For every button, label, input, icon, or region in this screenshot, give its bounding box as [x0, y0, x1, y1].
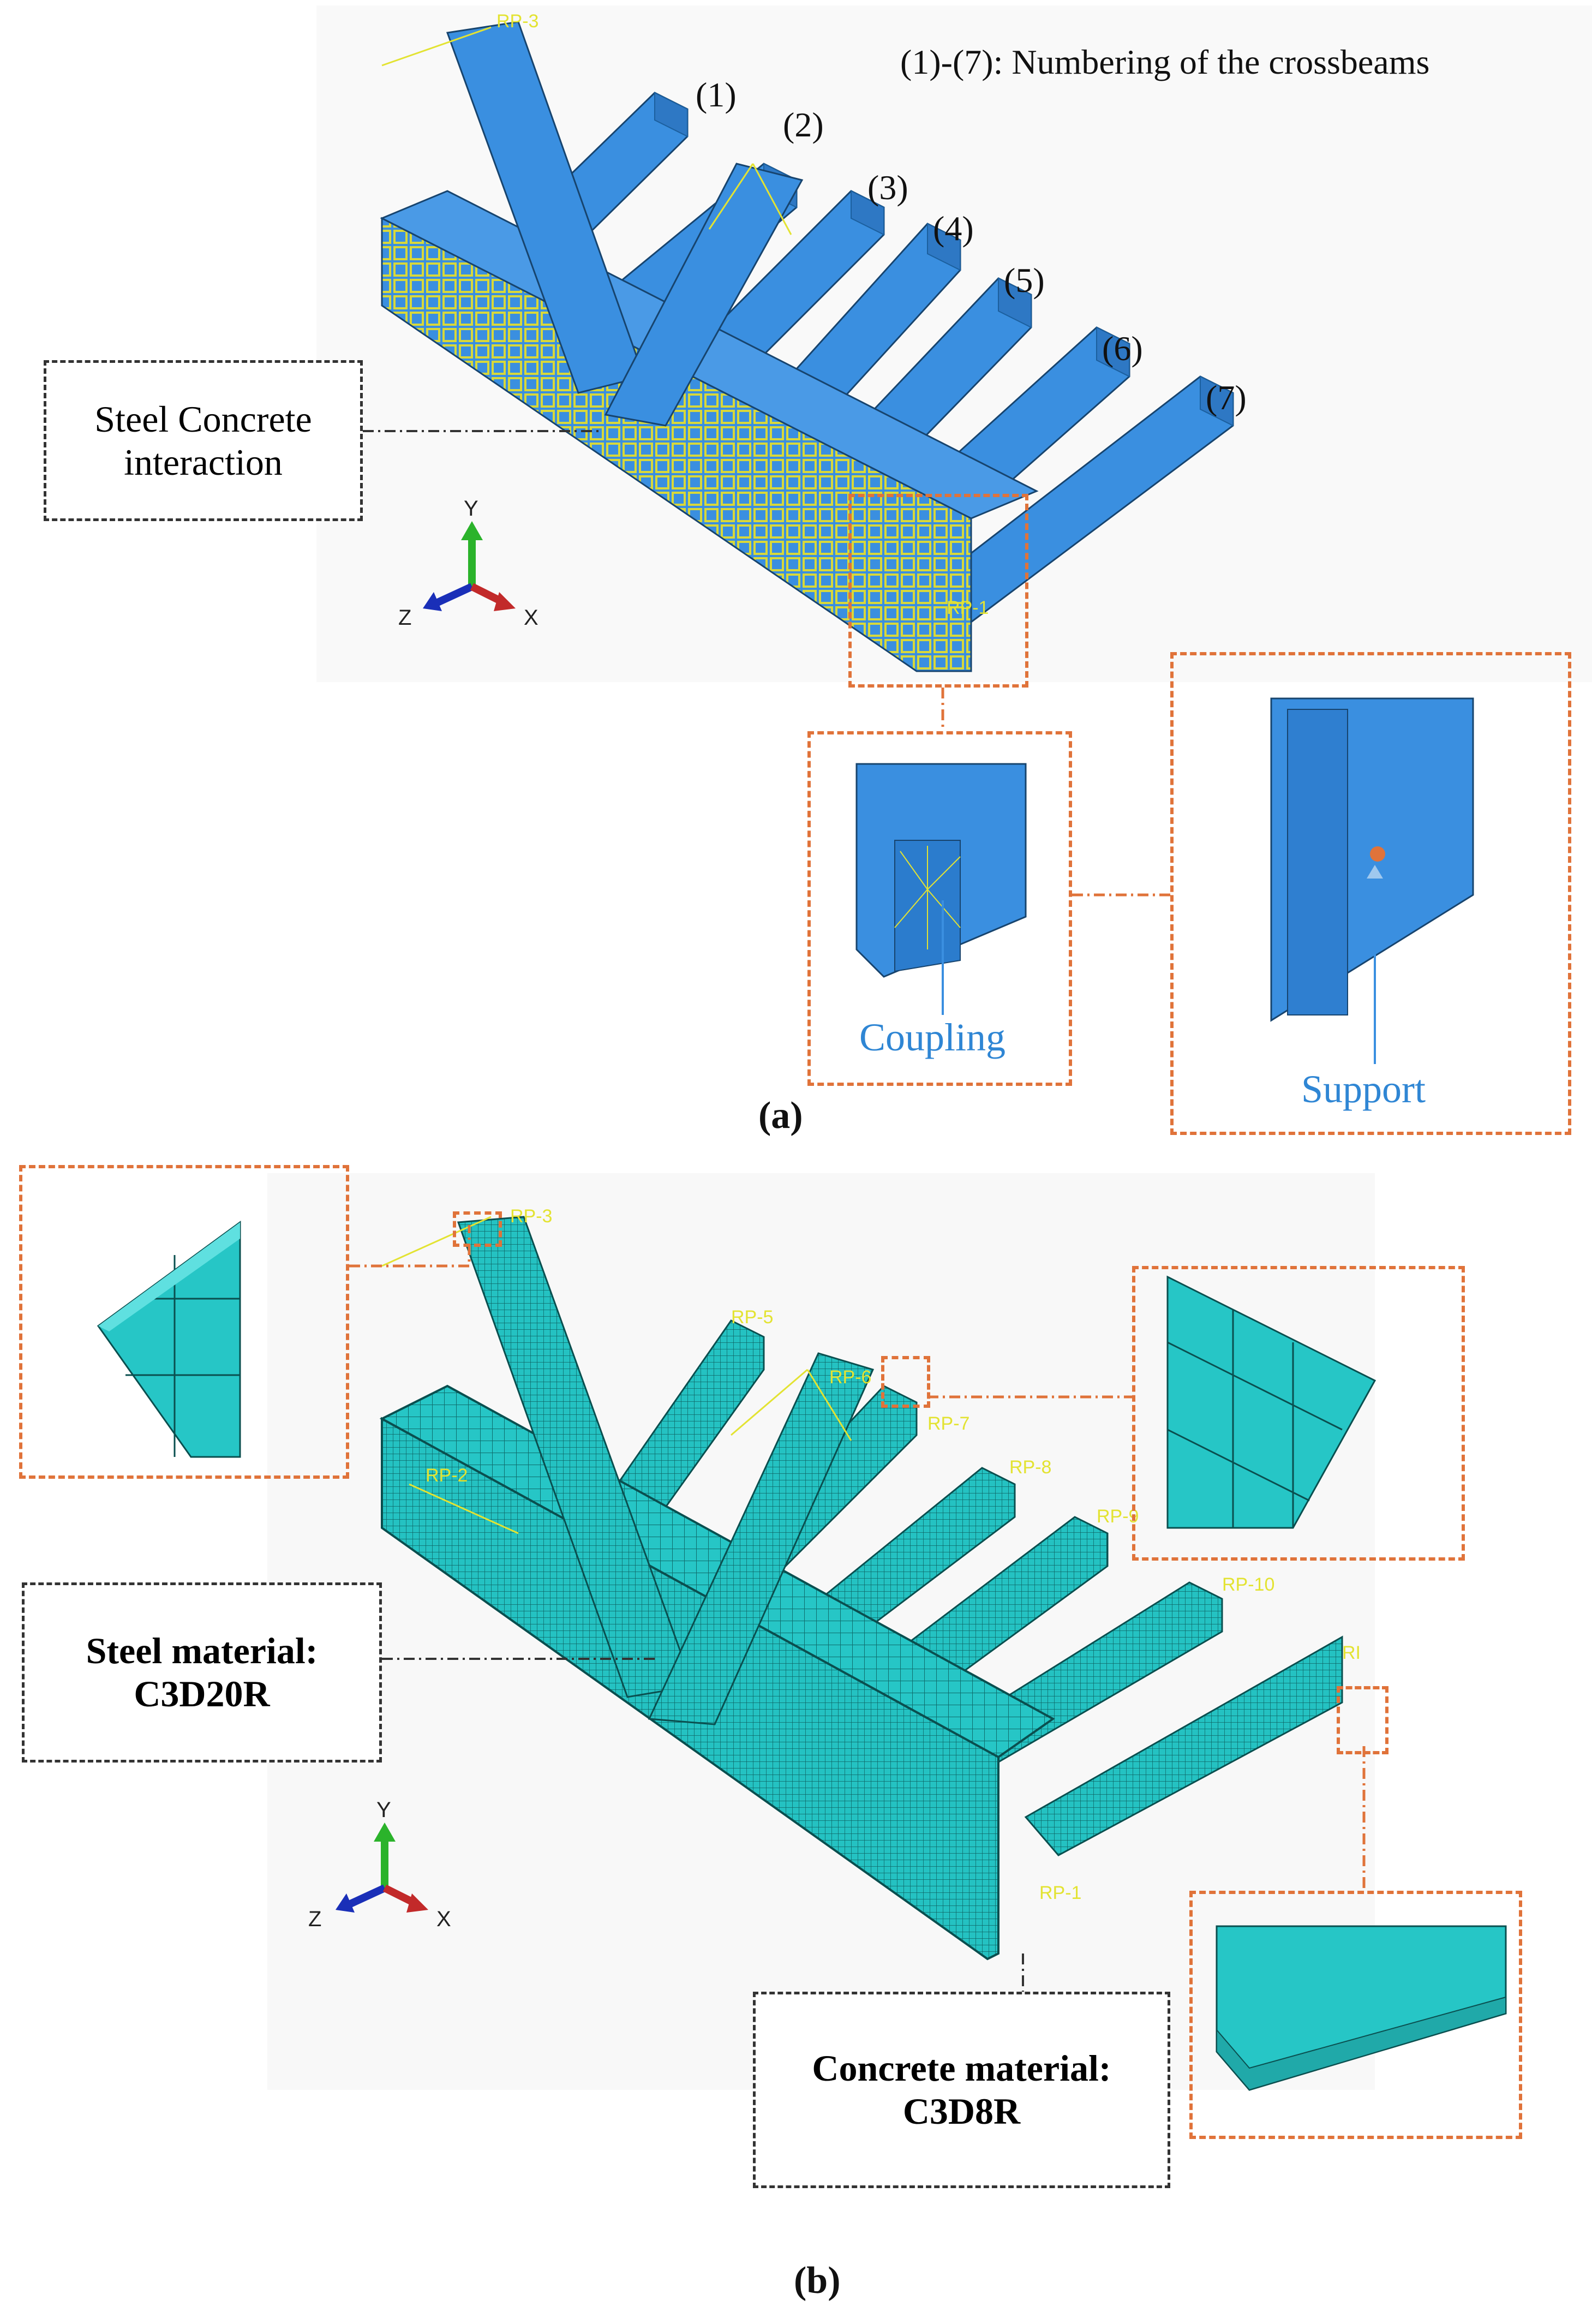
coupling-label: Coupling: [859, 1015, 1006, 1059]
rp-label-b-6: RP-9: [1097, 1506, 1139, 1527]
support-label: Support: [1301, 1067, 1426, 1111]
crossbeam-numbering-note: (1)-(7): Numbering of the crossbeams: [900, 43, 1429, 81]
axis-z-label-a: Z: [398, 606, 411, 630]
rp-label-b-2: RP-5: [731, 1307, 773, 1328]
detail-corner-topleft: [97, 1221, 241, 1458]
rp-label-b-10: RI: [1342, 1642, 1361, 1663]
rp-label-b-9: RP-1: [1039, 1883, 1081, 1903]
marker-rp7: [881, 1356, 930, 1408]
steel-label-line1: Steel material:: [86, 1630, 318, 1671]
crossbeam-number-2: (2): [783, 105, 824, 144]
panel-b-model: RP-3 RP-5 RP-6 RP-7 RP-8 RP-9 RP-10 RP-2…: [97, 1173, 1507, 2091]
coupling-detail: [855, 763, 1027, 1015]
caption-b: (b): [794, 2260, 841, 2302]
crossbeam-number-6: (6): [1102, 329, 1143, 368]
steel-label-line2: C3D20R: [134, 1673, 270, 1714]
detail-corner-right: [1166, 1275, 1376, 1529]
panel-a-model: RP-3 RP-1 (1) (2) (3) (4) (5) (6) (7) (1…: [316, 5, 1592, 1064]
rp-label-b-1: RP-3: [510, 1206, 552, 1227]
interaction-label-line2: interaction: [124, 441, 283, 483]
diagonal-strut-b-2: [648, 1352, 875, 1725]
crossbeam-number-3: (3): [867, 168, 908, 207]
crossbeam-number-5: (5): [1004, 261, 1045, 300]
axis-y-label-a: Y: [464, 497, 478, 521]
detail-box-right: [1132, 1266, 1465, 1561]
axis-triad-b: Y Z X: [308, 1798, 451, 1931]
support-detail-box: [1170, 652, 1571, 1135]
support-detail: [1270, 697, 1474, 1064]
steel-concrete-interaction-callout: Steel Concrete interaction: [44, 360, 363, 521]
steel-material-callout: Steel material: C3D20R: [22, 1582, 382, 1763]
rp-label-b-4: RP-7: [927, 1413, 969, 1434]
detail-box-plate: [1189, 1891, 1522, 2139]
rp-label-b-7: RP-10: [1222, 1574, 1274, 1595]
detail-box-topleft: [19, 1165, 349, 1479]
diagonal-strut-2: [604, 163, 804, 427]
interaction-label-line1: Steel Concrete: [94, 398, 312, 440]
crossbeam-number-4: (4): [933, 209, 974, 248]
marker-plate: [1337, 1686, 1388, 1754]
axis-y-label-b: Y: [376, 1798, 391, 1822]
rp-label-a-2: RP-1: [947, 598, 989, 618]
caption-a: (a): [758, 1095, 803, 1137]
rp-label-b-5: RP-8: [1009, 1457, 1051, 1478]
concrete-material-callout: Concrete material: C3D8R: [753, 1992, 1170, 2188]
concrete-label-line2: C3D8R: [902, 2090, 1021, 2132]
marker-strut-top: [453, 1211, 502, 1247]
rp-label-a-1: RP-3: [496, 11, 538, 32]
detail-plate: [1216, 1925, 1507, 2091]
crossbeam-number-1: (1): [696, 75, 737, 114]
rp-label-b-8: RP-2: [426, 1465, 468, 1486]
support-region-marker: [848, 494, 1028, 688]
axis-x-label-b: X: [436, 1907, 451, 1931]
coupling-detail-box: [807, 731, 1072, 1086]
axis-z-label-b: Z: [308, 1907, 321, 1931]
rp-label-b-3: RP-6: [829, 1367, 871, 1388]
concrete-label-line1: Concrete material:: [812, 2047, 1111, 2089]
axis-triad-a: Y Z X: [398, 497, 538, 630]
crossbeam-number-7: (7): [1206, 378, 1247, 417]
axis-x-label-a: X: [524, 606, 538, 630]
